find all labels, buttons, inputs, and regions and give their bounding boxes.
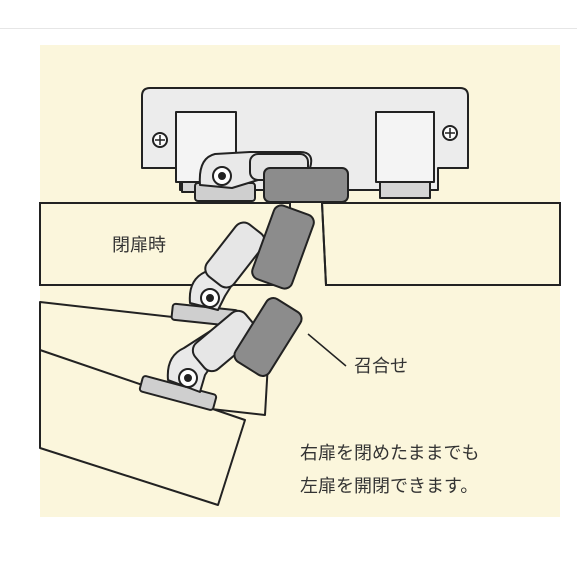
closed-label: 閉扉時: [112, 235, 166, 256]
closed-stop-pad: [263, 167, 349, 203]
door-gap-edge: [321, 202, 327, 286]
right-door-closed: [320, 202, 561, 286]
top-divider: [0, 0, 577, 29]
note-line-2: 左扉を開閉できます。: [300, 476, 479, 497]
note-line-1: 右扉を閉めたままでも: [300, 443, 480, 464]
open-hinge-2: [138, 297, 303, 411]
open-hinge-1: [170, 204, 315, 328]
open-stop-pad-2: [233, 297, 303, 377]
closed-hinge: [194, 151, 349, 203]
mount-block-right: [375, 111, 435, 183]
open-stop-pad-1: [251, 204, 315, 290]
meeting-rail-label: 召合せ: [354, 356, 408, 377]
callout-leader: [307, 333, 347, 367]
